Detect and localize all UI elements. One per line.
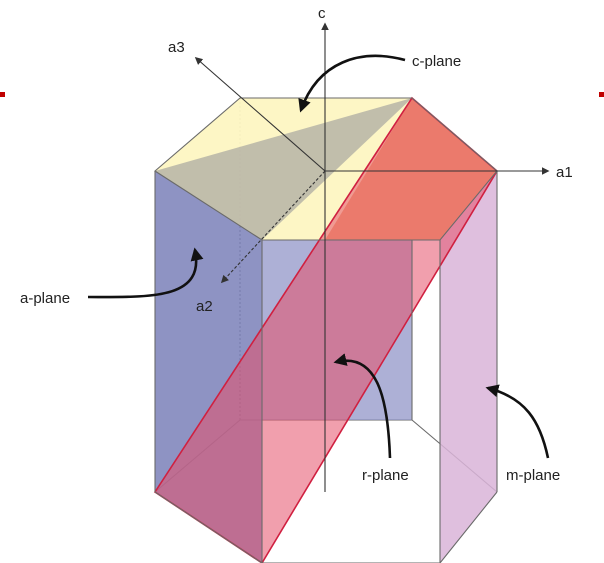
left-edge-marker — [0, 92, 5, 97]
r-plane-label: r-plane — [362, 467, 409, 484]
bottom-front-edges — [154, 491, 498, 563]
m-plane-pointer-arrow — [485, 384, 550, 459]
a3-axis-label: a3 — [168, 39, 185, 56]
c-plane-label: c-plane — [412, 53, 461, 70]
a1-axis-label: a1 — [556, 164, 573, 181]
a3-axis — [194, 56, 326, 172]
m-plane-label: m-plane — [506, 467, 560, 484]
a-plane-label: a-plane — [20, 290, 70, 307]
c-axis-label: c — [318, 5, 326, 22]
right-edge-marker — [599, 92, 604, 97]
r-plane-pointer-arrow — [333, 353, 392, 459]
c-plane-shade — [155, 98, 412, 240]
m-plane-face — [440, 171, 497, 563]
a2-axis-label: a2 — [196, 298, 213, 315]
c-plane-pointer-arrow — [298, 54, 406, 113]
a2-axis — [220, 170, 326, 284]
a-plane-pointer-arrow — [87, 247, 204, 299]
